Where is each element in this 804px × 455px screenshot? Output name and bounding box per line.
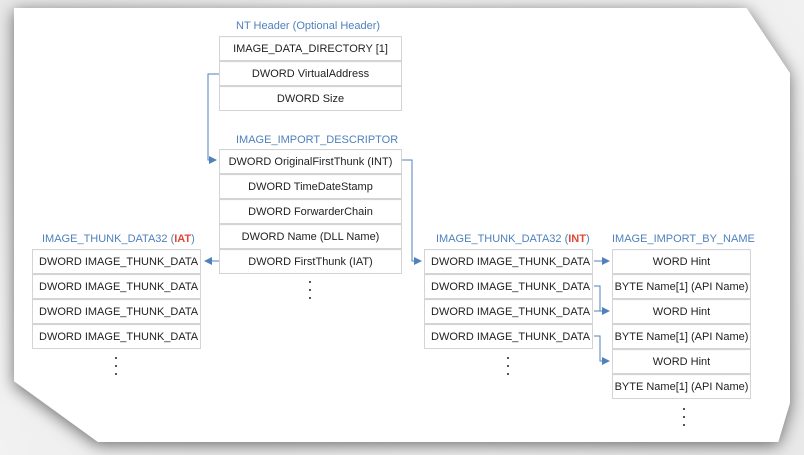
iat-row: DWORD IMAGE_THUNK_DATA: [32, 249, 201, 274]
int-title: IMAGE_THUNK_DATA32 (INT): [436, 233, 590, 246]
int-title-highlight: INT: [568, 233, 586, 245]
data-directory-box: IMAGE_DATA_DIRECTORY [1] DWORD VirtualAd…: [219, 36, 402, 111]
ellipsis-dot: [683, 408, 685, 410]
iat-row: DWORD IMAGE_THUNK_DATA: [32, 299, 201, 324]
iat-title: IMAGE_THUNK_DATA32 (IAT): [42, 233, 195, 246]
hint-row: WORD Hint: [612, 349, 751, 374]
hint-row: WORD Hint: [612, 299, 751, 324]
descriptor-row: DWORD OriginalFirstThunk (INT): [219, 149, 402, 174]
ellipsis-dot: [309, 297, 311, 299]
ellipsis-dot: [309, 281, 311, 283]
ellipsis-dot: [115, 357, 117, 359]
int-title-suffix: ): [585, 233, 590, 245]
directory-row: DWORD VirtualAddress: [219, 61, 402, 86]
ellipsis-dot: [507, 373, 509, 375]
import-by-name-title: IMAGE_IMPORT_BY_NAME: [612, 233, 755, 245]
ellipsis-dot: [683, 416, 685, 418]
descriptor-row: DWORD FirstThunk (IAT): [219, 249, 402, 274]
descriptor-row: DWORD TimeDateStamp: [219, 174, 402, 199]
import-by-name-continuation: [680, 408, 688, 426]
int-row: DWORD IMAGE_THUNK_DATA: [424, 249, 593, 274]
iat-title-suffix: ): [191, 233, 195, 245]
int-row: DWORD IMAGE_THUNK_DATA: [424, 324, 593, 349]
api-name-row: BYTE Name[1] (API Name): [612, 374, 751, 399]
api-name-row: BYTE Name[1] (API Name): [612, 274, 751, 299]
int-row: DWORD IMAGE_THUNK_DATA: [424, 274, 593, 299]
ellipsis-dot: [309, 289, 311, 291]
iat-row: DWORD IMAGE_THUNK_DATA: [32, 324, 201, 349]
api-name-row: BYTE Name[1] (API Name): [612, 324, 751, 349]
descriptor-box: DWORD OriginalFirstThunk (INT) DWORD Tim…: [219, 149, 402, 274]
directory-row: IMAGE_DATA_DIRECTORY [1]: [219, 36, 402, 61]
descriptor-title: IMAGE_IMPORT_DESCRIPTOR: [236, 134, 399, 146]
int-title-prefix: IMAGE_THUNK_DATA32 (: [436, 233, 569, 245]
descriptor-continuation: [306, 281, 314, 299]
iat-box: DWORD IMAGE_THUNK_DATA DWORD IMAGE_THUNK…: [32, 249, 201, 349]
iat-title-prefix: IMAGE_THUNK_DATA32 (: [42, 233, 175, 245]
ellipsis-dot: [115, 373, 117, 375]
iat-continuation: [112, 357, 120, 375]
int-row: DWORD IMAGE_THUNK_DATA: [424, 299, 593, 324]
directory-row: DWORD Size: [219, 86, 402, 111]
ellipsis-dot: [507, 365, 509, 367]
ellipsis-dot: [683, 424, 685, 426]
hint-row: WORD Hint: [612, 249, 751, 274]
ellipsis-dot: [507, 357, 509, 359]
iat-title-highlight: IAT: [174, 233, 192, 245]
int-continuation: [504, 357, 512, 375]
nt-header-title: NT Header (Optional Header): [236, 20, 381, 32]
descriptor-row: DWORD Name (DLL Name): [219, 224, 402, 249]
iat-row: DWORD IMAGE_THUNK_DATA: [32, 274, 201, 299]
descriptor-row: DWORD ForwarderChain: [219, 199, 402, 224]
import-by-name-box: WORD Hint BYTE Name[1] (API Name) WORD H…: [612, 249, 751, 399]
int-box: DWORD IMAGE_THUNK_DATA DWORD IMAGE_THUNK…: [424, 249, 593, 349]
ellipsis-dot: [115, 365, 117, 367]
